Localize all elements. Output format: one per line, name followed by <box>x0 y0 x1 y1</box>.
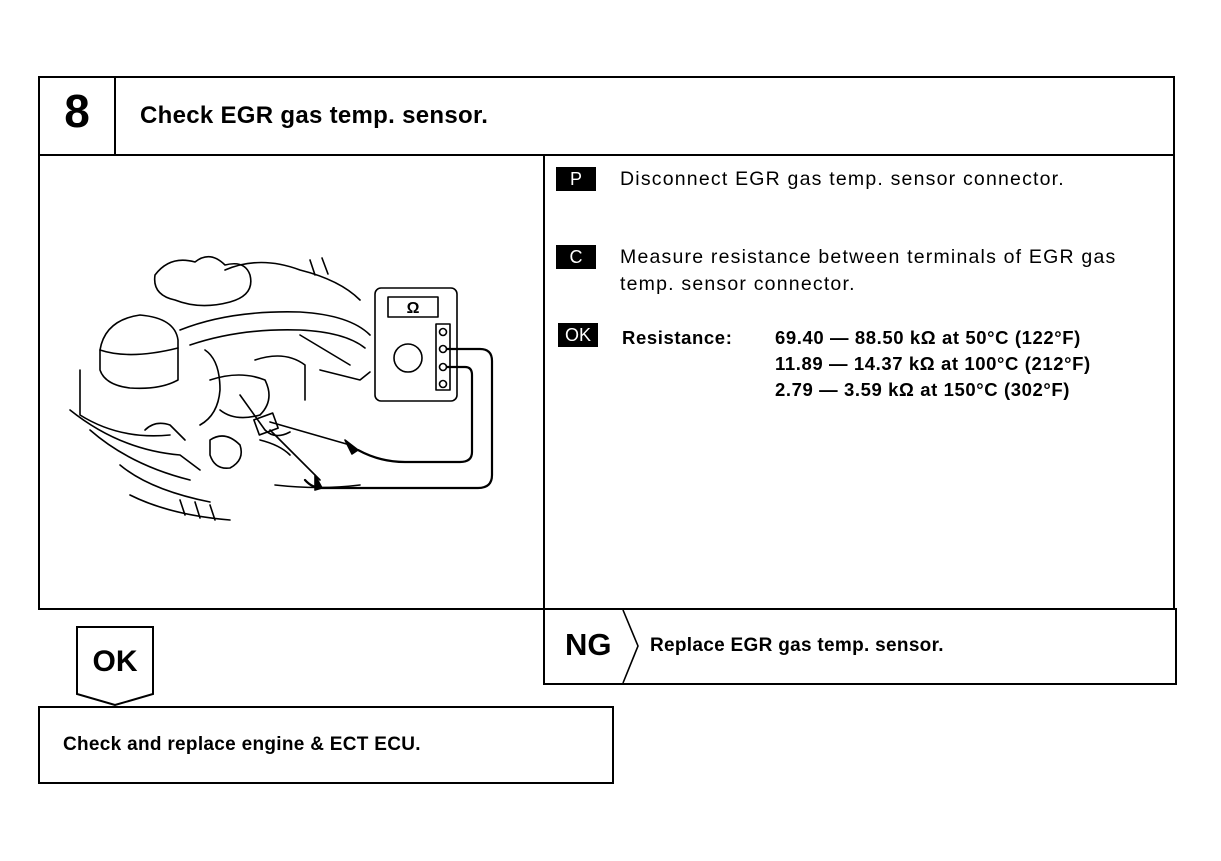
ok-arrow-tag <box>76 626 154 706</box>
ohmmeter-illustration: Ω <box>69 255 494 521</box>
check-instruction: Measure resistance between terminals of … <box>620 246 1117 295</box>
step-number-cell <box>38 76 116 156</box>
column-divider <box>543 154 545 610</box>
ohm-symbol: Ω <box>407 300 420 317</box>
ng-branch-box <box>543 608 1177 685</box>
chevron-right-icon <box>622 609 639 684</box>
ok-spec-badge: OK <box>558 323 598 347</box>
sensor-connector <box>253 412 359 491</box>
ng-action: Replace EGR gas temp. sensor. <box>650 635 944 656</box>
step-number: 8 <box>64 85 90 137</box>
spec-value: 69.40 — 88.50 kΩ at 50°C (122°F) <box>775 327 1081 348</box>
spec-label: Resistance: <box>622 327 733 348</box>
ok-result-box <box>38 706 614 784</box>
spec-value: 11.89 — 14.37 kΩ at 100°C (212°F) <box>775 353 1091 374</box>
ok-label: OK <box>92 645 138 678</box>
spec-value: 2.79 — 3.59 kΩ at 150°C (302°F) <box>775 379 1071 400</box>
step-header <box>38 76 1175 156</box>
prep-badge: P <box>556 167 596 191</box>
ng-label: NG <box>565 627 612 662</box>
test-leads <box>303 347 494 490</box>
engine-sketch <box>69 255 371 521</box>
step-title: Check EGR gas temp. sensor. <box>140 102 489 129</box>
check-badge: C <box>556 245 596 269</box>
ok-action: Check and replace engine & ECT ECU. <box>63 734 421 755</box>
prep-instruction: Disconnect EGR gas temp. sensor connecto… <box>620 168 1065 190</box>
